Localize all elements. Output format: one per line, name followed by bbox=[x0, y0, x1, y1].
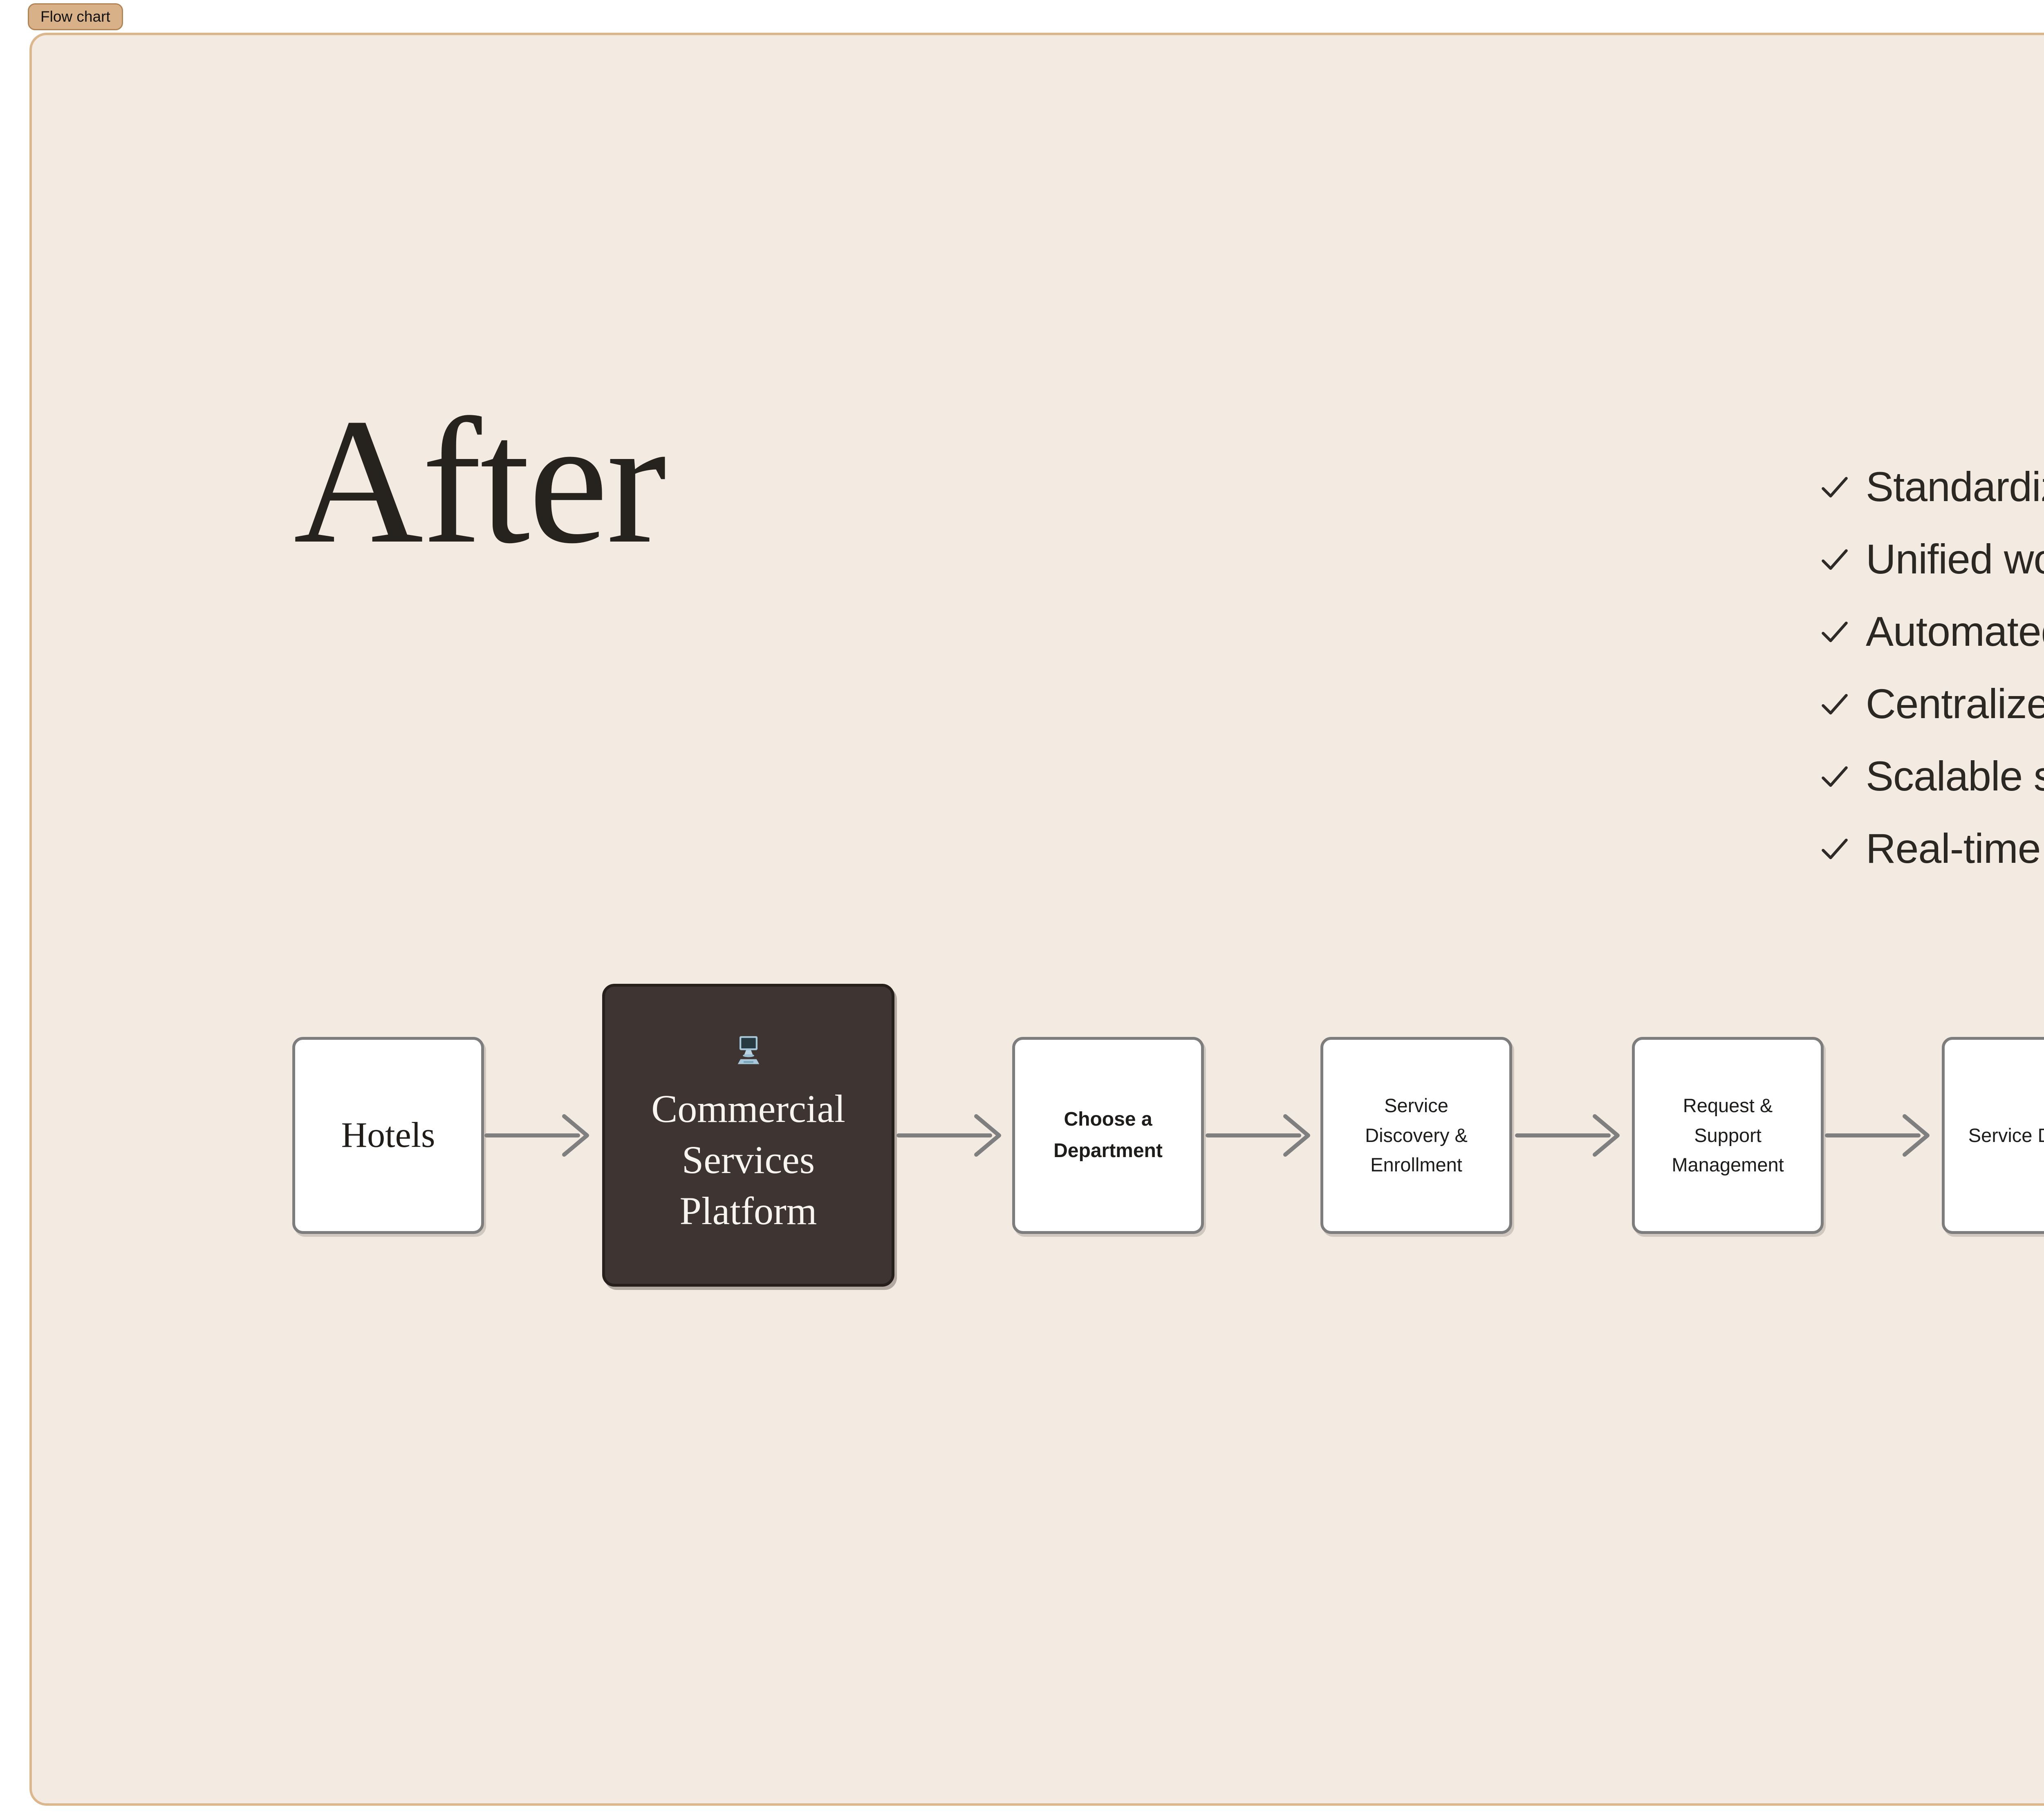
benefit-item: Centralized reporting bbox=[1818, 668, 2044, 740]
desktop-computer-icon bbox=[737, 1036, 759, 1064]
flow-node-label: Commercial Services Platform bbox=[651, 1087, 845, 1233]
flow-node-label: Service Delivery bbox=[1968, 1124, 2044, 1146]
flow-node-service-discovery-enrollment[interactable]: Service Discovery & Enrollment bbox=[1320, 1037, 1512, 1234]
benefit-label: Standardized enrollment bbox=[1866, 463, 2044, 510]
benefit-item: Scalable service delivery bbox=[1818, 740, 2044, 813]
flow-node-label: Hotels bbox=[341, 1115, 435, 1155]
flow-arrow-icon bbox=[896, 1114, 1001, 1157]
flow-chart-badge: Flow chart bbox=[28, 3, 123, 31]
flow-arrow-icon bbox=[1515, 1114, 1620, 1157]
flow-node-request-support-management[interactable]: Request & Support Management bbox=[1632, 1037, 1824, 1234]
benefit-label: Unified workflows bbox=[1866, 536, 2044, 582]
check-icon bbox=[1822, 766, 1848, 787]
benefit-label: Real-time support model bbox=[1866, 825, 2044, 872]
benefit-item: Standardized enrollment bbox=[1818, 451, 2044, 523]
benefit-label: Scalable service delivery bbox=[1866, 753, 2044, 799]
flow-arrow-icon bbox=[484, 1114, 589, 1157]
flow-node-choose-a-department[interactable]: Choose a Department bbox=[1012, 1037, 1204, 1234]
benefit-item: Unified workflows bbox=[1818, 523, 2044, 596]
check-icon bbox=[1822, 477, 1848, 497]
flow-node-label: Service Discovery & Enrollment bbox=[1365, 1094, 1468, 1176]
flow-node-label: Choose a Department bbox=[1053, 1108, 1163, 1162]
flow-node-commercial-services-platform[interactable]: Commercial Services Platform bbox=[602, 984, 894, 1287]
flow-node-hotels[interactable]: Hotels bbox=[292, 1037, 484, 1234]
check-icon bbox=[1822, 838, 1848, 859]
benefit-label: Centralized reporting bbox=[1866, 681, 2044, 727]
flow-arrow-icon bbox=[1825, 1114, 1930, 1157]
check-icon bbox=[1822, 621, 1848, 642]
benefit-label: Automated routing bbox=[1866, 608, 2044, 655]
flow-node-label: Request & Support Management bbox=[1672, 1094, 1784, 1176]
benefit-item: Real-time support model bbox=[1818, 813, 2044, 885]
check-icon bbox=[1822, 694, 1848, 714]
benefit-item: Automated routing bbox=[1818, 596, 2044, 668]
benefits-list: Standardized enrollment Unified workflow… bbox=[1818, 451, 2044, 885]
flow-arrow-icon bbox=[1206, 1114, 1310, 1157]
check-icon bbox=[1822, 549, 1848, 570]
page-title: After bbox=[294, 382, 666, 581]
flow-node-service-delivery[interactable]: Service Delivery bbox=[1942, 1037, 2044, 1234]
diagram-canvas bbox=[29, 33, 2044, 1806]
